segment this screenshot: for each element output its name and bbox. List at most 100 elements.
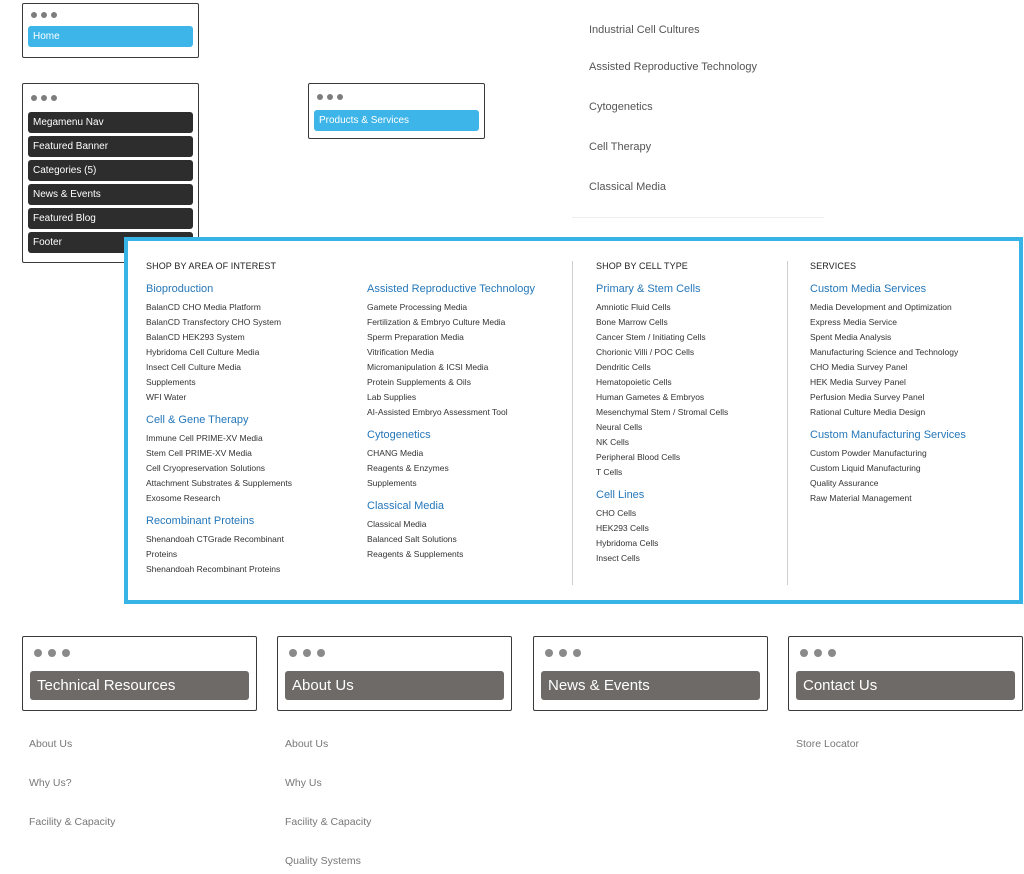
megamenu-link[interactable]: CHO Cells	[596, 508, 637, 518]
megamenu-link[interactable]: T Cells	[596, 467, 623, 477]
megamenu-link[interactable]: Hybridoma Cells	[596, 538, 659, 548]
megamenu-section-title[interactable]: Assisted Reproductive Technology	[367, 283, 535, 295]
megamenu-link[interactable]: Peripheral Blood Cells	[596, 452, 681, 462]
megamenu-link[interactable]: Attachment Substrates & Supplements	[146, 478, 292, 488]
megamenu-section-title[interactable]: Primary & Stem Cells	[596, 283, 701, 295]
megamenu-link[interactable]: BalanCD CHO Media Platform	[146, 302, 261, 312]
megamenu-link[interactable]: Balanced Salt Solutions	[367, 534, 457, 544]
megamenu-link[interactable]: Stem Cell PRIME-XV Media	[146, 448, 252, 458]
megamenu-link[interactable]: Express Media Service	[810, 317, 897, 327]
megamenu-link[interactable]: NK Cells	[596, 437, 630, 447]
megamenu-link[interactable]: HEK293 Cells	[596, 523, 649, 533]
section-item-featured-blog[interactable]: Featured Blog	[28, 208, 193, 229]
section-item-featured-banner[interactable]: Featured Banner	[28, 136, 193, 157]
dropdown-item[interactable]: Cytogenetics	[589, 101, 653, 113]
section-item-news-events[interactable]: News & Events	[28, 184, 193, 205]
megamenu-link[interactable]: Insect Cells	[596, 553, 640, 563]
footer-link[interactable]: About Us	[29, 738, 73, 750]
dropdown-item[interactable]: Assisted Reproductive Technology	[589, 61, 757, 73]
footer-links-col2: About Us Why Us Facility & Capacity Qual…	[285, 730, 371, 874]
megamenu-link[interactable]: Raw Material Management	[810, 493, 912, 503]
footer-window-contact: Contact Us	[788, 636, 1023, 711]
section-item-categories[interactable]: Categories (5)	[28, 160, 193, 181]
megamenu-section-title[interactable]: Cytogenetics	[367, 429, 431, 441]
services-heading: SERVICES	[810, 261, 857, 271]
megamenu-link[interactable]: Cancer Stem / Initiating Cells	[596, 332, 706, 342]
megamenu-section-title[interactable]: Recombinant Proteins	[146, 515, 255, 527]
megamenu-link[interactable]: Reagents & Enzymes	[367, 463, 449, 473]
megamenu-link[interactable]: Media Development and Optimization	[810, 302, 952, 312]
footer-link[interactable]: About Us	[285, 738, 329, 750]
megamenu-link[interactable]: Fertilization & Embryo Culture Media	[367, 317, 506, 327]
products-services-item[interactable]: Products & Services	[314, 110, 479, 131]
megamenu-link[interactable]: Shenandoah Recombinant Proteins	[146, 564, 281, 574]
megamenu-section-title[interactable]: Custom Manufacturing Services	[810, 429, 966, 441]
megamenu-link[interactable]: Cell Cryopreservation Solutions	[146, 463, 266, 473]
megamenu-link[interactable]: Protein Supplements & Oils	[367, 377, 471, 387]
megamenu-link[interactable]: Rational Culture Media Design	[810, 407, 926, 417]
products-window: Products & Services	[308, 83, 485, 139]
megamenu-link[interactable]: Reagents & Supplements	[367, 549, 464, 559]
megamenu-link[interactable]: BalanCD Transfectory CHO System	[146, 317, 282, 327]
megamenu-link[interactable]: Chorionic Villi / POC Cells	[596, 347, 695, 357]
window-controls	[23, 4, 198, 26]
megamenu-link[interactable]: CHANG Media	[367, 448, 424, 458]
news-events-item[interactable]: News & Events	[541, 671, 760, 700]
megamenu-section-title[interactable]: Custom Media Services	[810, 283, 927, 295]
footer-link[interactable]: Facility & Capacity	[29, 816, 116, 828]
megamenu-link[interactable]: Dendritic Cells	[596, 362, 651, 372]
megamenu-link[interactable]: Quality Assurance	[810, 478, 879, 488]
sections-window: Megamenu Nav Featured Banner Categories …	[22, 83, 199, 263]
megamenu-link[interactable]: Custom Powder Manufacturing	[810, 448, 927, 458]
dropdown-item[interactable]: Classical Media	[589, 181, 667, 193]
megamenu-link[interactable]: Manufacturing Science and Technology	[810, 347, 959, 357]
footer-link[interactable]: Why Us?	[29, 777, 72, 789]
footer-link[interactable]: Store Locator	[796, 738, 860, 750]
cell-heading: SHOP BY CELL TYPE	[596, 261, 688, 271]
megamenu-link[interactable]: Proteins	[146, 549, 178, 559]
footer-link[interactable]: Quality Systems	[285, 855, 361, 867]
megamenu-link[interactable]: Classical Media	[367, 519, 427, 529]
megamenu-link[interactable]: Immune Cell PRIME-XV Media	[146, 433, 263, 443]
area-heading: SHOP BY AREA OF INTEREST	[146, 261, 277, 271]
dropdown-item[interactable]: Cell Therapy	[589, 141, 652, 153]
megamenu-link[interactable]: Gamete Processing Media	[367, 302, 468, 312]
megamenu-link[interactable]: Vitrification Media	[367, 347, 434, 357]
megamenu-section-title[interactable]: Classical Media	[367, 500, 445, 512]
megamenu-link[interactable]: Hematopoietic Cells	[596, 377, 672, 387]
megamenu-link[interactable]: HEK Media Survey Panel	[810, 377, 906, 387]
footer-link[interactable]: Facility & Capacity	[285, 816, 372, 828]
megamenu-section-title[interactable]: Bioproduction	[146, 283, 214, 295]
megamenu-link[interactable]: Shenandoah CTGrade Recombinant	[146, 534, 284, 544]
home-item[interactable]: Home	[28, 26, 193, 47]
megamenu-link[interactable]: Supplements	[367, 478, 417, 488]
megamenu-link[interactable]: Insect Cell Culture Media	[146, 362, 241, 372]
megamenu-link[interactable]: WFI Water	[146, 392, 187, 402]
megamenu-link[interactable]: Mesenchymal Stem / Stromal Cells	[596, 407, 729, 417]
megamenu-link[interactable]: Hybridoma Cell Culture Media	[146, 347, 260, 357]
about-us-item[interactable]: About Us	[285, 671, 504, 700]
technical-resources-item[interactable]: Technical Resources	[30, 671, 249, 700]
megamenu-link[interactable]: Exosome Research	[146, 493, 221, 503]
megamenu-link[interactable]: Neural Cells	[596, 422, 643, 432]
megamenu-link[interactable]: Sperm Preparation Media	[367, 332, 464, 342]
footer-link[interactable]: Why Us	[285, 777, 322, 789]
megamenu-link[interactable]: Micromanipulation & ICSI Media	[367, 362, 489, 372]
megamenu-link[interactable]: Custom Liquid Manufacturing	[810, 463, 921, 473]
contact-us-item[interactable]: Contact Us	[796, 671, 1015, 700]
megamenu-link[interactable]: Bone Marrow Cells	[596, 317, 668, 327]
megamenu-section-title[interactable]: Cell & Gene Therapy	[146, 414, 249, 426]
megamenu-link[interactable]: AI-Assisted Embryo Assessment Tool	[367, 407, 508, 417]
megamenu-link[interactable]: Human Gametes & Embryos	[596, 392, 705, 402]
section-item-megamenu[interactable]: Megamenu Nav	[28, 112, 193, 133]
megamenu-link[interactable]: Spent Media Analysis	[810, 332, 892, 342]
megamenu-link[interactable]: Lab Supplies	[367, 392, 417, 402]
megamenu-link[interactable]: Amniotic Fluid Cells	[596, 302, 671, 312]
window-controls	[789, 637, 1022, 669]
megamenu-link[interactable]: Perfusion Media Survey Panel	[810, 392, 925, 402]
megamenu-section-title[interactable]: Cell Lines	[596, 489, 645, 501]
megamenu-link[interactable]: Supplements	[146, 377, 196, 387]
megamenu-link[interactable]: BalanCD HEK293 System	[146, 332, 245, 342]
megamenu-link[interactable]: CHO Media Survey Panel	[810, 362, 908, 372]
dropdown-item[interactable]: Industrial Cell Cultures	[589, 24, 700, 36]
